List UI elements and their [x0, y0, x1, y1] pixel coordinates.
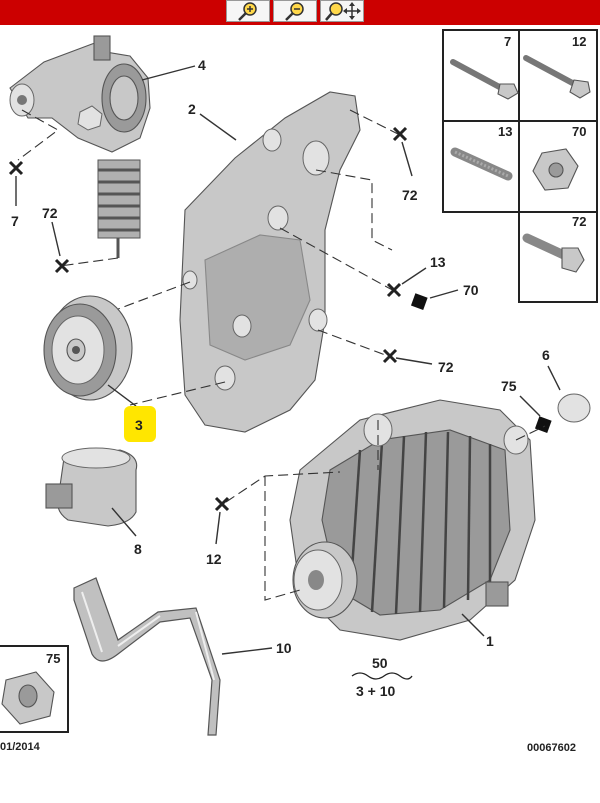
callout-70: 70 — [463, 282, 479, 298]
belt-tensioner-part[interactable] — [9, 35, 151, 258]
zoom-out-button[interactable] — [273, 0, 317, 22]
mounting-bracket-part[interactable] — [179, 91, 361, 433]
hex-nut-icon — [1, 671, 55, 725]
sensor-part[interactable] — [45, 447, 138, 527]
nut-75-reference-box[interactable]: 75 — [0, 645, 69, 733]
zoom-in-icon — [238, 2, 257, 21]
long-bolt-icon — [450, 59, 519, 100]
callout-72-mid: 72 — [438, 359, 454, 375]
callout-13: 13 — [430, 254, 446, 270]
stud-13-marker[interactable] — [386, 282, 402, 298]
callout-3: 3 — [135, 417, 143, 433]
bolt-72-marker-top[interactable] — [392, 126, 408, 142]
toolbar — [0, 0, 600, 25]
fastener-13-label: 13 — [498, 124, 512, 139]
callout-10: 10 — [276, 640, 292, 656]
callout-72-top: 72 — [402, 187, 418, 203]
bolt-12-cell[interactable]: 12 — [523, 34, 591, 99]
zoom-fit-button[interactable] — [320, 0, 364, 22]
zoom-move-icon — [325, 2, 361, 21]
callout-6: 6 — [542, 347, 550, 363]
cap-part[interactable] — [557, 393, 591, 423]
fastener-7-label: 7 — [504, 34, 511, 49]
date-stamp: 01/2014 — [0, 741, 41, 753]
callout-8: 8 — [134, 541, 142, 557]
fastener-70-label: 70 — [572, 124, 586, 139]
tensioner-spring — [97, 159, 141, 239]
kit-number: 50 — [372, 655, 388, 671]
nut-75-marker[interactable] — [534, 416, 552, 433]
short-bolt-icon — [522, 233, 585, 273]
bolt-7-cell[interactable]: 7 — [450, 34, 519, 100]
zoom-out-icon — [285, 2, 304, 21]
callout-75: 75 — [501, 378, 517, 394]
fastener-12-label: 12 — [572, 34, 586, 49]
exploded-parts-diagram: 7 12 13 70 — [0, 29, 598, 754]
callout-7: 7 — [11, 213, 19, 229]
bolt-72-marker-mid[interactable] — [382, 348, 398, 364]
bolt-72-marker-left[interactable] — [54, 258, 70, 274]
kit-reference: 50 3 + 10 — [351, 655, 413, 699]
flange-nut-icon — [532, 148, 579, 191]
nut-70-cell[interactable]: 70 — [532, 124, 586, 191]
callout-2: 2 — [188, 101, 196, 117]
kit-composition: 3 + 10 — [356, 683, 396, 699]
bolt-72-cell[interactable]: 72 — [522, 214, 586, 273]
callout-72-left: 72 — [42, 205, 58, 221]
fastener-reference-grid: 7 12 13 70 — [442, 29, 598, 303]
zoom-in-button[interactable] — [226, 0, 270, 22]
highlight-callout-3 — [124, 406, 156, 442]
bolt-12-marker[interactable] — [214, 496, 230, 512]
alternator-part[interactable] — [289, 399, 536, 641]
flange-bolt-icon — [523, 55, 591, 99]
bolt-7-marker[interactable] — [8, 160, 24, 176]
threaded-stud-icon — [450, 147, 513, 181]
drive-belt-part[interactable] — [73, 577, 221, 736]
stud-13-cell[interactable]: 13 — [450, 124, 513, 181]
idler-pulley-part[interactable] — [43, 295, 133, 401]
callout-4: 4 — [198, 57, 206, 73]
fastener-72-label: 72 — [572, 214, 586, 229]
callout-12: 12 — [206, 551, 222, 567]
callout-1: 1 — [486, 633, 494, 649]
nut-70-marker[interactable] — [410, 293, 428, 310]
reference-number: 00067602 — [527, 742, 576, 754]
nut-box-label: 75 — [46, 651, 60, 666]
